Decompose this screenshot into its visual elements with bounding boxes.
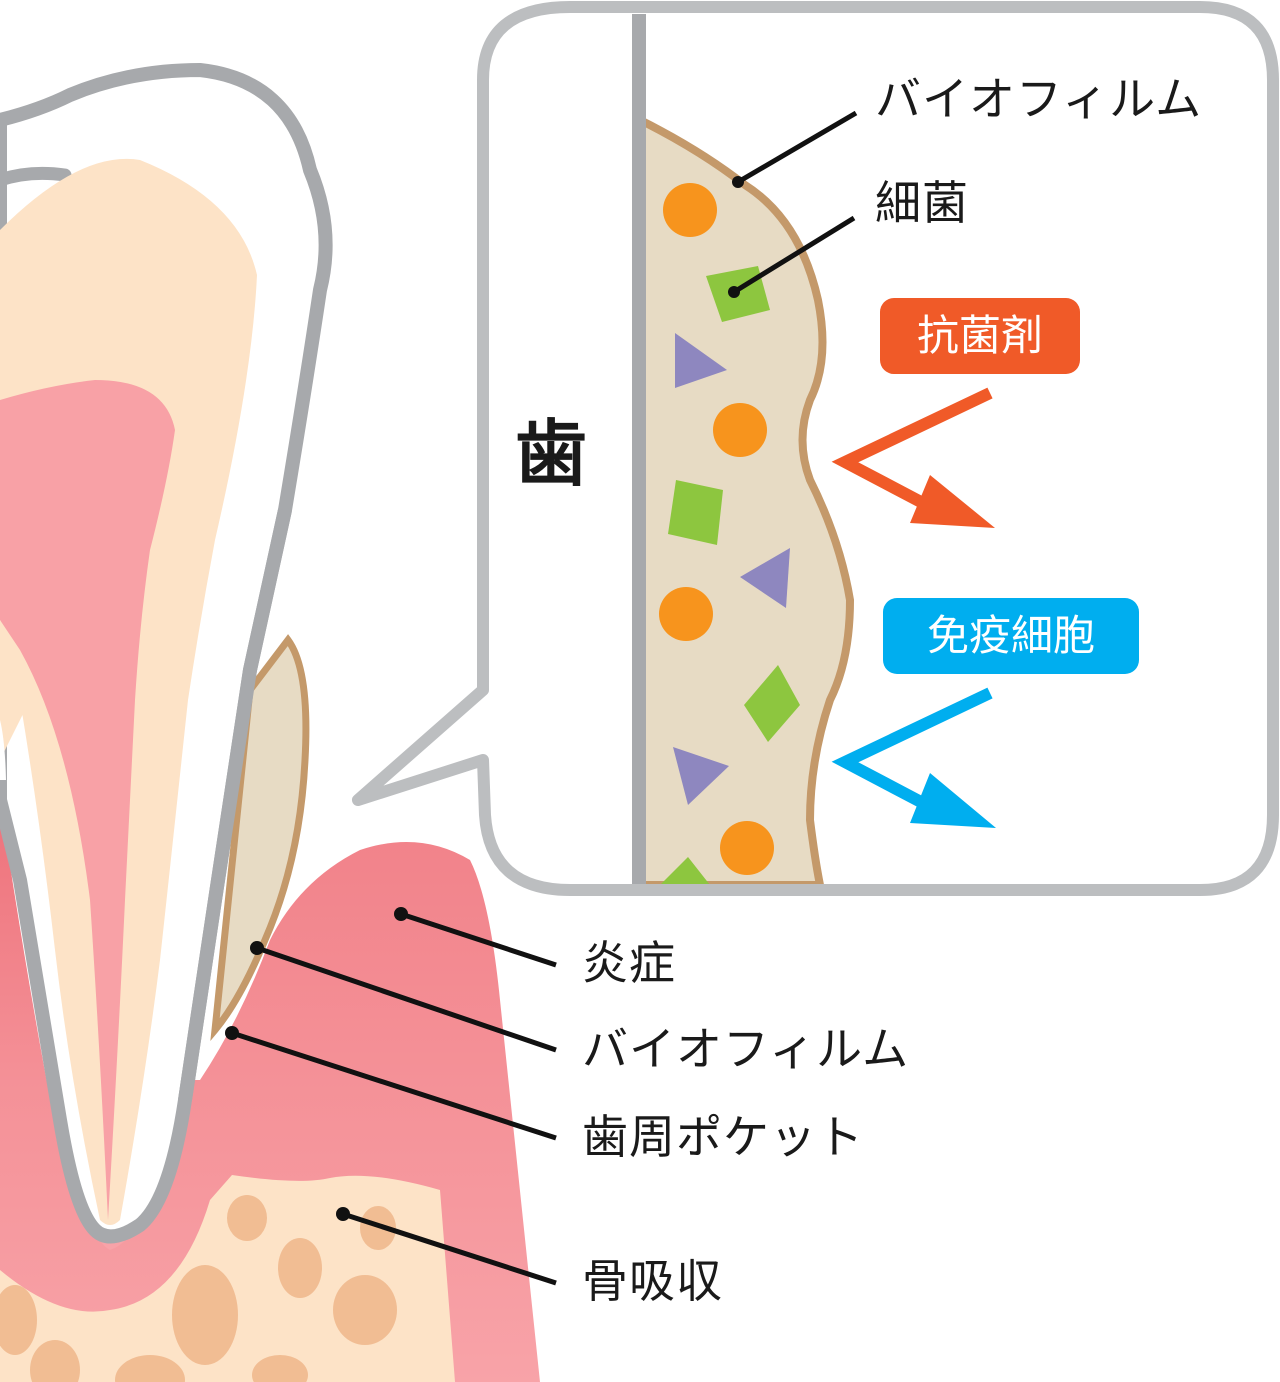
antibacterial-badge: 抗菌剤: [880, 298, 1080, 374]
tooth-biofilm: [210, 634, 310, 1042]
inset-bacteria-label: 細菌: [875, 176, 969, 230]
callout-biofilm: バイオフィルム: [582, 1022, 910, 1076]
bone-spots: [0, 1195, 397, 1382]
callout-inflammation: 炎症: [582, 936, 676, 990]
tooth-cross-section: [0, 62, 540, 1382]
inset-biofilm: [636, 113, 855, 884]
inset-tooth-label: 歯: [515, 412, 588, 496]
inset-tooth-wall: [632, 14, 646, 884]
callout-leaders: [231, 911, 557, 1286]
callout-periodontal-pocket: 歯周ポケット: [582, 1110, 864, 1164]
pulp: [0, 380, 175, 1220]
inset-biofilm-label: バイオフィルム: [875, 72, 1203, 126]
magnified-inset: [352, 1, 1279, 896]
callout-bone-resorption: 骨吸収: [582, 1254, 723, 1308]
immune-cell-badge: 免疫細胞: [883, 598, 1139, 674]
antibacterial-arrow: [831, 387, 993, 518]
immune-cell-arrow: [831, 687, 993, 818]
